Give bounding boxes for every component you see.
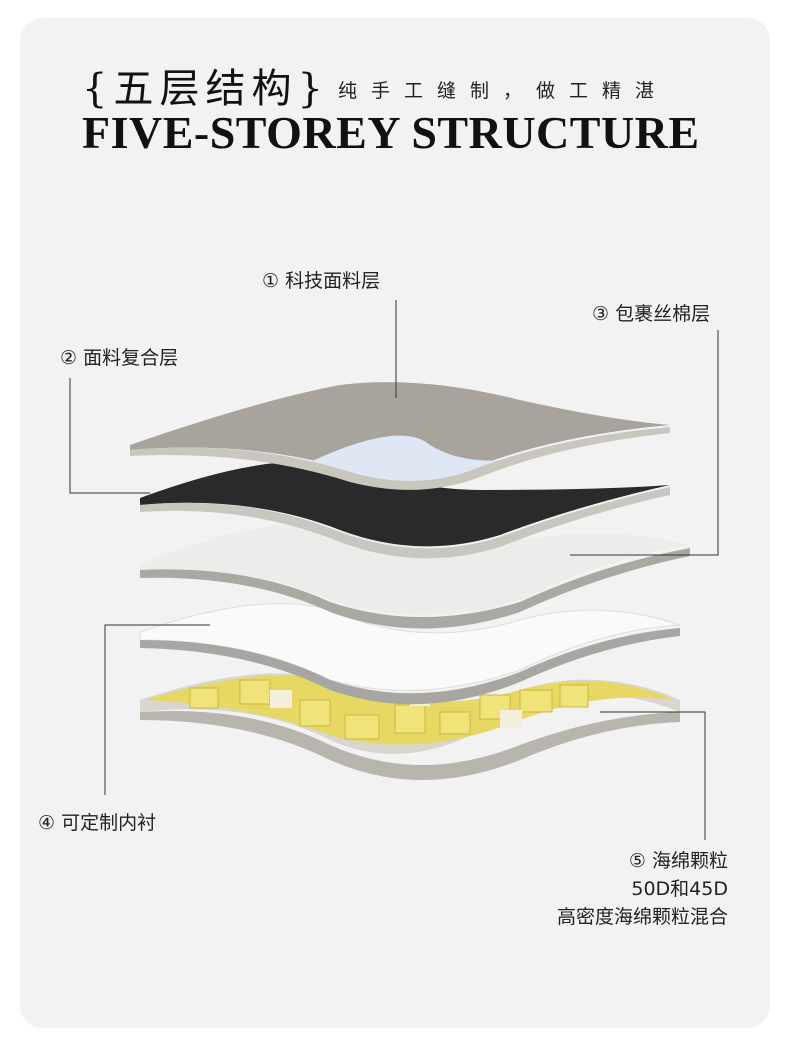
title-en: FIVE-STOREY STRUCTURE (82, 107, 700, 158)
label-layer-3: ③ 包裹丝棉层 (592, 303, 711, 325)
label-layer-4: ④ 可定制内衬 (38, 812, 157, 834)
label-layer-2: ② 面料复合层 (60, 347, 179, 369)
label-layer-5: ⑤ 海绵颗粒 (628, 850, 728, 872)
label-layer-1: ① 科技面料层 (262, 270, 381, 292)
layer-sponge (140, 673, 680, 780)
layer-tech-fabric (130, 382, 670, 490)
layer-silk-cotton (140, 524, 690, 629)
label-layer-5-density: 50D和45D (631, 878, 728, 900)
leader-lines (69, 300, 719, 840)
title-cn: {五层结构} (82, 66, 329, 112)
label-layer-5-mix: 高密度海绵颗粒混合 (556, 906, 728, 928)
layer-composite (140, 461, 670, 559)
subtitle-cn: 纯手工缝制，做工精湛 (338, 80, 669, 102)
